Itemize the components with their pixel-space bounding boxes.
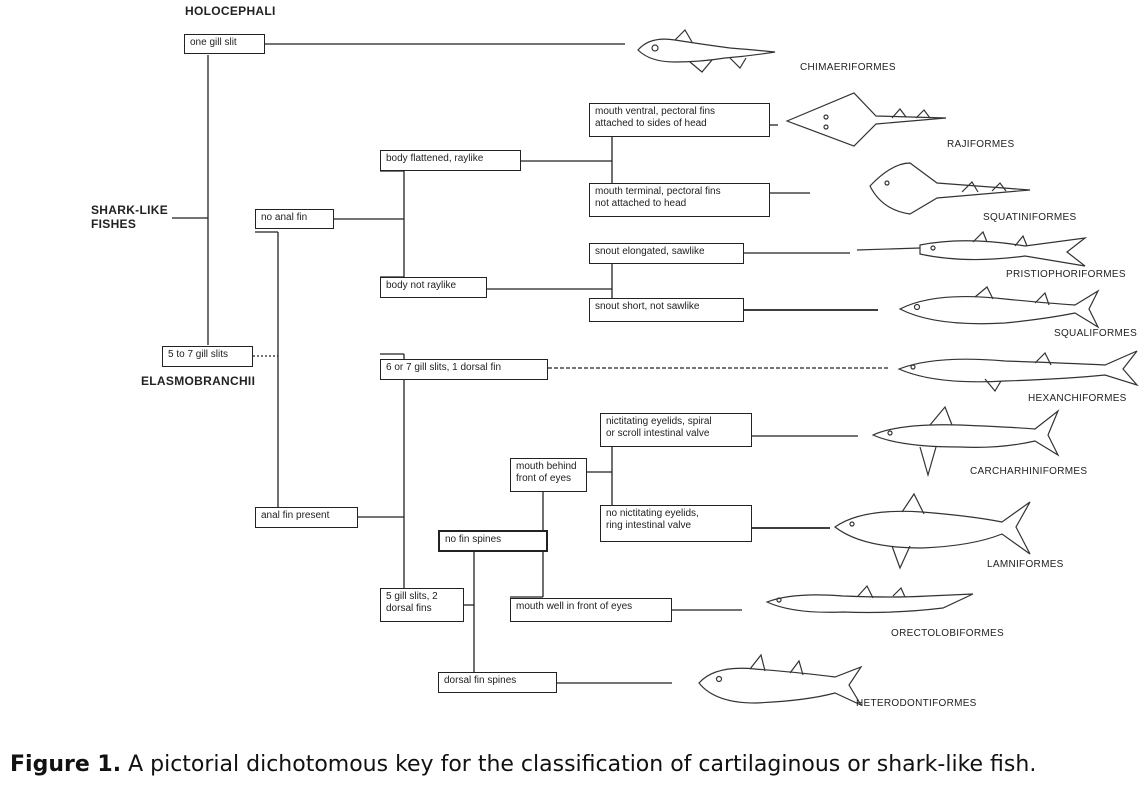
ray-fish-illustration xyxy=(785,92,947,147)
order-label-squaliformes: SQUALIFORMES xyxy=(1054,328,1138,339)
key-box-mouth-well-in-front: mouth well in front of eyes xyxy=(510,598,672,622)
key-box-line-2: attached to sides of head xyxy=(595,118,707,129)
key-box-snout-elongated: snout elongated, sawlike xyxy=(589,243,744,264)
group-fishes: FISHES xyxy=(91,217,137,231)
key-box-text: mouth well in front of eyes xyxy=(516,601,633,612)
key-box-line-1: nictitating eyelids, spiral xyxy=(606,416,712,427)
key-box-line-1: mouth behind xyxy=(516,461,577,472)
angelshark-fish-illustration xyxy=(869,162,1031,215)
key-box-line-2: or scroll intestinal valve xyxy=(606,428,710,439)
group-shark-like: SHARK-LIKE xyxy=(91,203,168,217)
key-box-line-2: not attached to head xyxy=(595,198,687,209)
key-box-mouth-behind-eyes: mouth behind front of eyes xyxy=(510,458,587,492)
key-box-five-to-seven-gill-slits: 5 to 7 gill slits xyxy=(162,346,253,367)
order-label-chimaeriformes: CHIMAERIFORMES xyxy=(800,62,896,73)
key-box-line-2: ring intestinal valve xyxy=(606,520,692,531)
key-box-mouth-ventral: mouth ventral, pectoral fins attached to… xyxy=(589,103,770,137)
order-label-pristiophoriformes: PRISTIOPHORIFORMES xyxy=(1006,269,1126,280)
key-box-text: anal fin present xyxy=(261,510,330,521)
key-box-text: body not raylike xyxy=(386,280,457,291)
carpet-shark-fish-illustration xyxy=(765,584,974,614)
requiem-shark-fish-illustration xyxy=(871,405,1060,478)
order-label-squatiniformes: SQUATINIFORMES xyxy=(983,212,1077,223)
key-box-body-not-raylike: body not raylike xyxy=(380,277,487,298)
key-box-line-1: mouth terminal, pectoral fins xyxy=(595,186,721,197)
key-box-text: no fin spines xyxy=(445,534,502,545)
key-box-one-gill-slit: one gill slit xyxy=(184,34,265,54)
caption-text: A pictorial dichotomous key for the clas… xyxy=(121,752,1037,777)
order-label-orectolobiformes: ORECTOLOBIFORMES xyxy=(891,628,1004,639)
order-label-heterodontiformes: HETERODONTIFORMES xyxy=(856,698,977,709)
key-box-line-2: front of eyes xyxy=(516,473,572,484)
sixgill-shark-fish-illustration xyxy=(897,350,1139,393)
order-label-hexanchiformes: HEXANCHIFORMES xyxy=(1028,393,1127,404)
figure-caption: Figure 1. A pictorial dichotomous key fo… xyxy=(10,752,1036,777)
key-box-no-anal-fin: no anal fin xyxy=(255,209,334,229)
key-box-dorsal-fin-spines: dorsal fin spines xyxy=(438,672,557,693)
key-box-line-1: mouth ventral, pectoral fins xyxy=(595,106,716,117)
key-box-text: snout short, not sawlike xyxy=(595,301,700,312)
group-holocephali: HOLOCEPHALI xyxy=(185,4,276,18)
horn-shark-fish-illustration xyxy=(698,653,863,707)
key-box-text: snout elongated, sawlike xyxy=(595,246,705,257)
order-label-rajiformes: RAJIFORMES xyxy=(947,139,1015,150)
dogfish-fish-illustration xyxy=(898,286,1100,329)
key-box-line-1: no nictitating eyelids, xyxy=(606,508,699,519)
key-box-mouth-terminal: mouth terminal, pectoral fins not attach… xyxy=(589,183,770,217)
key-box-nictitating-eyelids: nictitating eyelids, spiral or scroll in… xyxy=(600,413,752,447)
key-box-text: no anal fin xyxy=(261,212,308,223)
sawshark-fish-illustration xyxy=(856,230,1087,267)
order-label-carcharhiniformes: CARCHARHINIFORMES xyxy=(970,466,1088,477)
key-box-line-1: 5 gill slits, 2 xyxy=(386,591,438,602)
key-box-text: one gill slit xyxy=(190,37,237,48)
group-elasmobranchii: ELASMOBRANCHII xyxy=(141,374,256,388)
caption-label: Figure 1. xyxy=(10,752,122,777)
key-box-snout-short: snout short, not sawlike xyxy=(589,298,744,322)
key-box-line-2: dorsal fins xyxy=(386,603,432,614)
key-box-text: body flattened, raylike xyxy=(386,153,484,164)
key-box-no-fin-spines: no fin spines xyxy=(438,530,548,552)
mackerel-shark-fish-illustration xyxy=(833,492,1031,570)
order-label-lamniformes: LAMNIFORMES xyxy=(987,559,1064,570)
key-box-text: 5 to 7 gill slits xyxy=(168,349,229,360)
key-box-text: 6 or 7 gill slits, 1 dorsal fin xyxy=(386,362,502,373)
chimaera-fish-illustration xyxy=(637,29,776,73)
key-box-text: dorsal fin spines xyxy=(444,675,517,686)
key-box-anal-fin-present: anal fin present xyxy=(255,507,358,528)
key-box-body-flattened: body flattened, raylike xyxy=(380,150,521,171)
key-box-six-or-seven-gill-slits: 6 or 7 gill slits, 1 dorsal fin xyxy=(380,359,548,380)
key-box-five-gill-slits: 5 gill slits, 2 dorsal fins xyxy=(380,588,464,622)
key-box-no-nictitating-eyelids: no nictitating eyelids, ring intestinal … xyxy=(600,505,752,542)
